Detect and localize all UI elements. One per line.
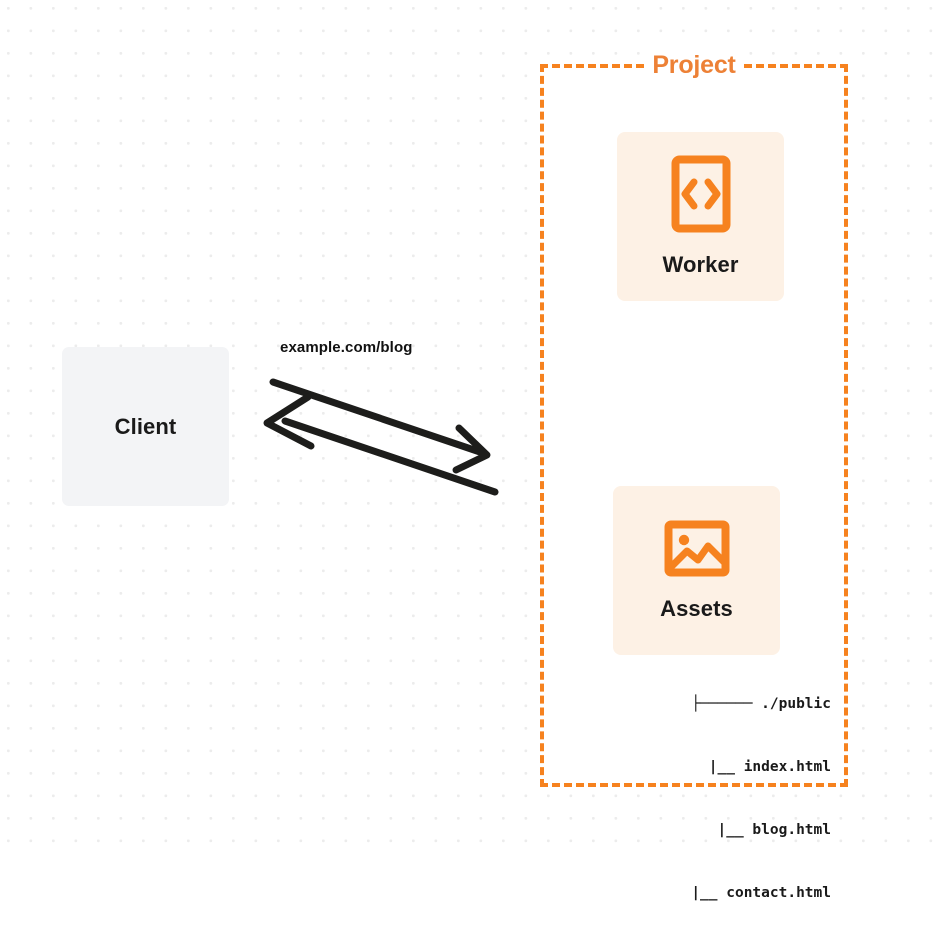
worker-card[interactable]: Worker (617, 132, 784, 301)
file-tree-row-root: ├────── ./public (691, 696, 831, 712)
asset-file-tree: ├────── ./public |__ index.html |__ blog… (586, 652, 831, 946)
worker-card-label: Worker (662, 252, 739, 277)
client-node-label: Client (114, 413, 177, 439)
request-arrow-icon (269, 378, 491, 474)
project-container: Project Worker Assets (540, 51, 848, 901)
file-tree-row-index: |__ index.html (708, 759, 831, 775)
client-node[interactable]: Client (62, 347, 229, 506)
file-tree-row-blog: |__ blog.html (717, 822, 832, 838)
diagram-canvas: Client example.com/blog Project (0, 0, 938, 901)
project-title: Project (645, 51, 743, 80)
response-arrow-icon (263, 393, 499, 496)
code-brackets-icon (671, 155, 731, 238)
assets-card-label: Assets (660, 595, 733, 621)
file-tree-row-contact: |__ contact.html (691, 885, 831, 901)
image-icon (664, 520, 730, 582)
connection-url-label: example.com/blog (280, 339, 413, 356)
assets-card[interactable]: Assets (613, 486, 780, 655)
